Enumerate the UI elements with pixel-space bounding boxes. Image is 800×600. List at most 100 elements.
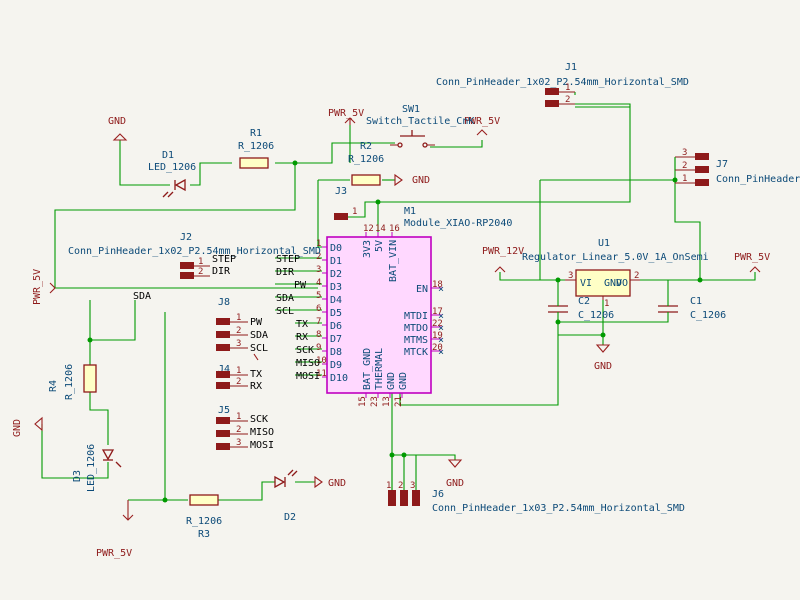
wire (392, 454, 456, 460)
m1-pin-name: EN (416, 284, 428, 295)
j6-value: Conn_PinHeader_1x03_P2.54mm_Horizontal_S… (432, 503, 685, 514)
d1-value: LED_1206 (148, 162, 196, 173)
gnd-symbol (595, 344, 611, 353)
m1-pin-num: 20 (432, 343, 443, 353)
junction (600, 332, 606, 338)
net-label-pw: PW (294, 280, 307, 291)
j7-pin-num: 3 (682, 148, 687, 158)
connector-j2: J2 Conn_PinHeader_1x02_P2.54mm_Horizonta… (68, 232, 321, 279)
j8-net-sda: SDA (250, 330, 268, 341)
pwr5v-symbol (49, 282, 56, 294)
j6-pin (412, 490, 420, 506)
connector-j8: J8 1 2 3 PW SDA SCL (216, 297, 268, 361)
net-label-miso: MISO (296, 358, 320, 369)
resistor-r1: R1 R_1206 (238, 128, 274, 169)
junction (555, 319, 561, 325)
m1-pin-num: 22 (432, 319, 443, 329)
m1-pin-num: 4 (316, 278, 321, 288)
m1-pin-num: 17 (432, 307, 443, 317)
j5-net-miso: MISO (250, 427, 274, 438)
j8-net-pw: PW (250, 317, 263, 328)
m1-pin-num: 9 (316, 343, 321, 353)
d3-ref: D3 (72, 470, 83, 482)
j8-net-scl: SCL (250, 343, 268, 354)
gnd-label: GND (108, 116, 126, 127)
j1-pin-num: 1 (565, 83, 570, 93)
m1-pin-name: D6 (330, 321, 342, 332)
pwr5v-label: PWR_5V (96, 548, 132, 559)
sw1-ref: SW1 (402, 104, 420, 115)
d2-ray (291, 470, 298, 477)
pwr5v-label: PWR_5V (464, 116, 500, 127)
d2-triangle (274, 475, 286, 489)
gnd-label: GND (412, 175, 430, 186)
m1-pin-num: 14 (375, 224, 386, 234)
m1-pin-name: GND (386, 372, 397, 390)
m1-pin-name: D1 (330, 256, 342, 267)
wire (499, 272, 565, 281)
j5-pin (216, 430, 230, 437)
wire (640, 272, 756, 281)
m1-pin-name: D3 (330, 282, 342, 293)
j8-pin (216, 318, 230, 325)
u1-ref: U1 (598, 238, 610, 249)
junction (401, 452, 407, 458)
j7-ref: J7 (716, 159, 728, 170)
m1-pin-name: MTDO (404, 323, 428, 334)
j5-ref: J5 (218, 405, 230, 416)
j8-pin-num: 1 (236, 313, 241, 323)
u1-body (575, 269, 631, 297)
wire (89, 392, 109, 445)
net-label-step: STEP (276, 254, 300, 265)
gnd-symbol (447, 459, 463, 468)
switch-sw1: SW1 Switch_Tactile_CnK (366, 104, 474, 148)
j2-pin (180, 262, 194, 269)
j2-net-dir: DIR (212, 266, 231, 277)
nc-marker: × (438, 347, 444, 358)
r2-body (351, 174, 381, 186)
nc-marker: × (438, 335, 444, 346)
gnd-label: GND (594, 361, 612, 372)
nc-marker: × (438, 284, 444, 295)
j4-net-tx: TX (250, 369, 262, 380)
net-label-rx: RX (296, 332, 308, 343)
net-label-sck: SCK (296, 345, 314, 356)
m1-pin-name: MTCK (404, 347, 428, 358)
connector-j4: J4 1 2 TX RX (216, 364, 262, 392)
u1-pin-num: 3 (568, 271, 573, 281)
m1-pin-num: 12 (363, 224, 374, 234)
m1-pin-num: 2 (316, 252, 321, 262)
j6-pin-num: 1 (386, 481, 391, 491)
j7-pin-num: 1 (682, 174, 687, 184)
r2-ref: R2 (360, 141, 372, 152)
junction (697, 277, 703, 283)
j8-pin (216, 331, 230, 338)
j4-pin (216, 371, 230, 378)
j1-ref: J1 (565, 62, 577, 73)
gnd-label: GND (12, 419, 23, 437)
net-label-sda: SDA (133, 291, 151, 302)
m1-pin-num: 16 (389, 224, 400, 234)
junction (672, 177, 678, 183)
nc-marker (253, 353, 259, 361)
r4-ref: R4 (48, 380, 59, 392)
m1-pin-num: 10 (316, 356, 327, 366)
m1-pin-name: D7 (330, 334, 342, 345)
j3-ref: J3 (335, 186, 347, 197)
u1-gnd: GND (604, 278, 622, 289)
j1-value: Conn_PinHeader_1x02_P2.54mm_Horizontal_S… (436, 77, 689, 88)
j3-pin-num: 1 (352, 207, 357, 217)
d1-ray (167, 191, 174, 198)
m1-pin-name: D0 (330, 243, 342, 254)
power-symbols: GND PWR_5V PWR_5V GND PWR_12V PWR_5V GND… (12, 108, 770, 559)
junction (162, 497, 168, 503)
j2-pin (180, 272, 194, 279)
m1-pin-name: GND (398, 372, 409, 390)
wire (575, 103, 631, 107)
m1-pin-num: 7 (316, 317, 321, 327)
j3-pin (334, 213, 348, 220)
resistor-r3: R_1206 R3 (186, 494, 222, 540)
d2-ray (287, 469, 294, 476)
sw1-contact (397, 142, 403, 148)
